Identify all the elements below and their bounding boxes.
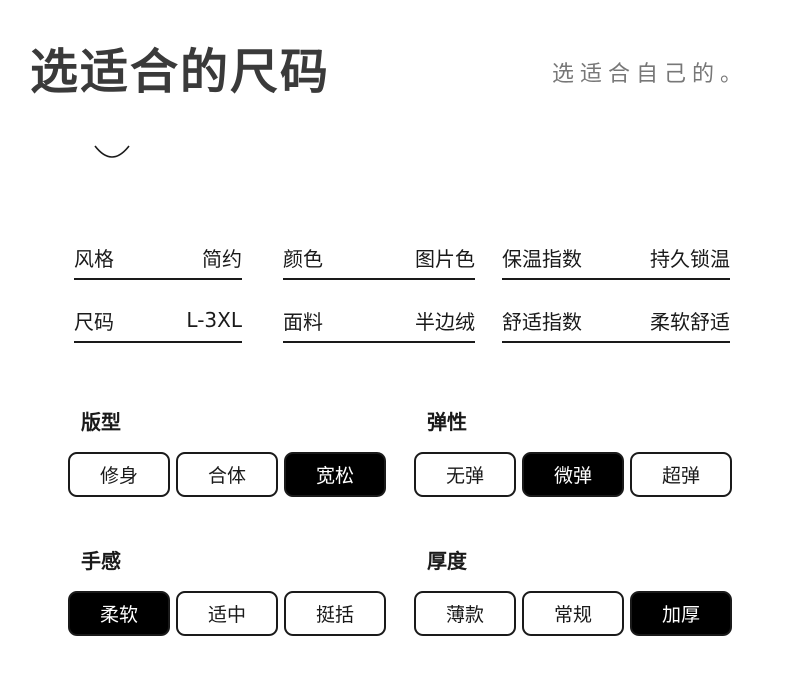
feel-options: 手感 柔软 适中 挺括 [68, 549, 386, 636]
feel-button-group: 柔软 适中 挺括 [68, 591, 386, 636]
page-subtitle: 选适合自己的。 [551, 62, 748, 87]
feel-option-button[interactable]: 适中 [176, 591, 278, 636]
spec-value: 持久锁温 [650, 246, 730, 271]
elasticity-option-button[interactable]: 无弹 [414, 452, 516, 497]
thickness-option-button[interactable]: 加厚 [630, 591, 732, 636]
feel-option-button[interactable]: 柔软 [68, 591, 170, 636]
feel-label: 手感 [81, 549, 121, 573]
spec-table: 风格 简约 颜色 图片色 保温指数 持久锁温 尺码 L-3XL 面料 半边绒 舒… [74, 236, 730, 362]
fit-option-button[interactable]: 合体 [176, 452, 278, 497]
spec-style: 风格 简约 [74, 236, 242, 280]
thickness-options: 厚度 薄款 常规 加厚 [414, 549, 732, 636]
thickness-option-button[interactable]: 薄款 [414, 591, 516, 636]
spec-comfort: 舒适指数 柔软舒适 [502, 299, 730, 343]
spec-label: 风格 [74, 246, 114, 271]
thickness-label: 厚度 [427, 549, 467, 573]
spec-label: 面料 [283, 309, 323, 334]
spec-color: 颜色 图片色 [283, 236, 475, 280]
spec-fabric: 面料 半边绒 [283, 299, 475, 343]
page-title: 选适合的尺码 [30, 44, 331, 100]
fit-button-group: 修身 合体 宽松 [68, 452, 386, 497]
spec-value: 图片色 [415, 246, 475, 271]
thickness-button-group: 薄款 常规 加厚 [414, 591, 732, 636]
fit-label: 版型 [81, 410, 121, 434]
elasticity-options: 弹性 无弹 微弹 超弹 [414, 410, 732, 497]
smile-icon [94, 145, 130, 158]
spec-warmth: 保温指数 持久锁温 [502, 236, 730, 280]
elasticity-label: 弹性 [427, 410, 467, 434]
feel-option-button[interactable]: 挺括 [284, 591, 386, 636]
spec-label: 舒适指数 [502, 309, 582, 334]
spec-size: 尺码 L-3XL [74, 299, 242, 343]
spec-row: 尺码 L-3XL 面料 半边绒 舒适指数 柔软舒适 [74, 299, 730, 362]
spec-value: 简约 [202, 246, 242, 271]
elasticity-button-group: 无弹 微弹 超弹 [414, 452, 732, 497]
elasticity-option-button[interactable]: 超弹 [630, 452, 732, 497]
thickness-option-button[interactable]: 常规 [522, 591, 624, 636]
elasticity-option-button[interactable]: 微弹 [522, 452, 624, 497]
fit-options: 版型 修身 合体 宽松 [68, 410, 386, 497]
spec-row: 风格 简约 颜色 图片色 保温指数 持久锁温 [74, 236, 730, 299]
spec-label: 颜色 [283, 246, 323, 271]
fit-option-button[interactable]: 修身 [68, 452, 170, 497]
spec-value: L-3XL [186, 308, 242, 332]
fit-option-button[interactable]: 宽松 [284, 452, 386, 497]
spec-label: 尺码 [74, 309, 114, 334]
spec-value: 半边绒 [415, 309, 475, 334]
spec-value: 柔软舒适 [650, 309, 730, 334]
spec-label: 保温指数 [502, 246, 582, 271]
